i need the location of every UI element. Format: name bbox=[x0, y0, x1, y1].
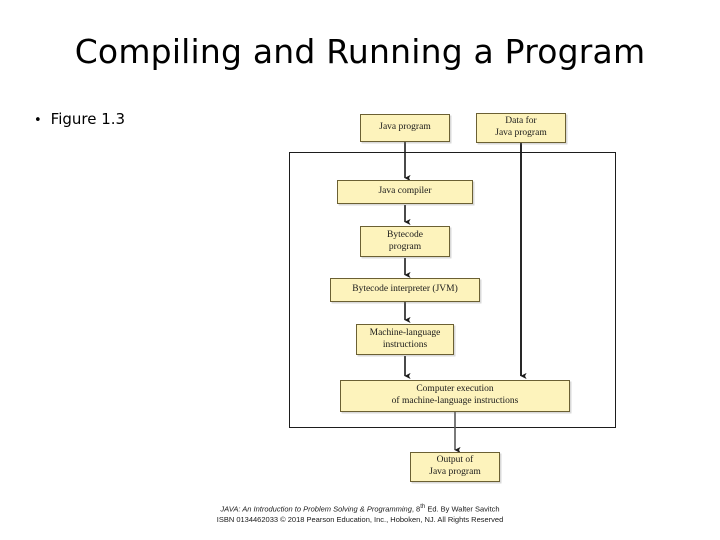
box-computer-execution: Computer execution of machine-language i… bbox=[340, 380, 570, 412]
credit-edition-sep: , 8 bbox=[411, 504, 421, 514]
box-computer-execution-label-1: Computer execution bbox=[416, 384, 494, 395]
diagram-outer-frame bbox=[289, 152, 616, 428]
box-bytecode-program-label-1: Bytecode bbox=[387, 229, 423, 240]
box-data-for-java-program-label-2: Java program bbox=[495, 128, 547, 138]
box-java-program: Java program bbox=[360, 114, 450, 142]
credit-line-2: ISBN 0134462033 © 2018 Pearson Education… bbox=[216, 515, 504, 525]
box-output-label-1: Output of bbox=[436, 455, 474, 466]
bullet-item-label: Figure 1.3 bbox=[50, 110, 126, 128]
box-bytecode-interpreter-label: Bytecode interpreter (JVM) bbox=[352, 284, 458, 295]
box-machine-language-label-1: Machine-language bbox=[369, 327, 441, 338]
box-bytecode-interpreter: Bytecode interpreter (JVM) bbox=[330, 278, 480, 302]
page-title: Compiling and Running a Program bbox=[74, 32, 646, 71]
box-java-compiler-label: Java compiler bbox=[378, 186, 432, 197]
box-bytecode-program: Bytecode program bbox=[360, 226, 450, 257]
bullet-marker-icon: • bbox=[34, 113, 42, 128]
box-machine-language-label-2: instructions bbox=[382, 339, 428, 350]
copyright-credit: JAVA: An Introduction to Problem Solving… bbox=[0, 503, 720, 526]
box-bytecode-program-label-2: program bbox=[388, 241, 422, 252]
box-machine-language-instructions: Machine-language instructions bbox=[356, 324, 454, 355]
bullet-list-item: • Figure 1.3 bbox=[34, 110, 125, 128]
credit-book-title: JAVA: An Introduction to Problem Solving… bbox=[220, 504, 412, 514]
box-data-for-java-program-label-1: Data for bbox=[505, 116, 537, 127]
box-data-for-java-program: Data for Java program bbox=[476, 113, 566, 143]
credit-line-1: JAVA: An Introduction to Problem Solving… bbox=[0, 503, 720, 515]
box-computer-execution-label-2: of machine-language instructions bbox=[391, 396, 519, 406]
diagram-connectors bbox=[404, 142, 527, 454]
figure-1-3-diagram: Java program Data for Java program Java … bbox=[280, 100, 630, 495]
credit-edition-sup: th bbox=[420, 504, 426, 510]
box-output-of-java-program: Output of Java program bbox=[410, 452, 500, 482]
box-java-program-label: Java program bbox=[379, 122, 431, 133]
box-java-compiler: Java compiler bbox=[337, 180, 473, 204]
box-output-label-2: Java program bbox=[429, 467, 481, 477]
credit-author: Ed. By Walter Savitch bbox=[425, 504, 500, 514]
